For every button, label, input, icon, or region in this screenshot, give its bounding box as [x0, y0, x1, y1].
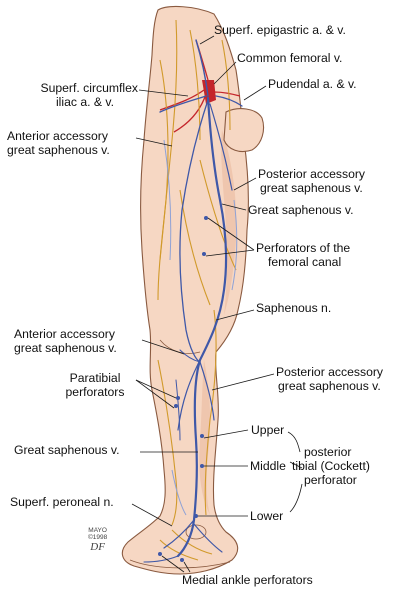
leader-upper	[203, 429, 249, 439]
leader-medial-ankle-1	[161, 555, 185, 573]
leader-ant-acc-upper	[135, 137, 173, 147]
label-superf-circumflex-1: Superf. circumflex	[40, 81, 138, 95]
label-common-femoral: Common femoral v.	[237, 51, 343, 65]
label-cockett-middle: Middle	[250, 459, 286, 473]
leader-lines	[131, 35, 303, 573]
nerves	[157, 19, 237, 561]
perforator-markers	[158, 216, 208, 562]
veins	[143, 39, 243, 563]
label-paratibial-1: Paratibial	[69, 371, 121, 385]
label-pudendal: Pudendal a. & v.	[268, 77, 357, 91]
leader-great-saph-upper	[221, 203, 247, 211]
label-cockett-3: perforator	[304, 473, 357, 487]
leader-perf-femoral-1	[207, 217, 255, 251]
label-cockett-upper: Upper	[251, 423, 285, 437]
leader-medial-ankle-2	[183, 561, 191, 573]
label-medial-ankle: Medial ankle perforators	[182, 573, 313, 587]
label-post-acc-upper-1: Posterior accessory	[258, 167, 366, 181]
thigh-shading	[221, 130, 237, 315]
label-ant-acc-upper-1: Anterior accessory	[7, 129, 108, 143]
label-superf-circumflex-2: iliac a. & v.	[55, 95, 114, 109]
foot-sole-line	[129, 559, 231, 569]
label-cockett-1: posterior	[304, 445, 352, 459]
leg-silhouette	[121, 5, 249, 575]
label-ant-acc-lower-1: Anterior accessory	[14, 327, 115, 341]
label-perforators-femoral-2: femoral canal	[268, 255, 342, 269]
femoral-artery	[202, 80, 216, 104]
label-ant-acc-upper-2: great saphenous v.	[7, 143, 110, 157]
leader-post-acc-lower	[211, 373, 275, 391]
leader-paratibial-1	[135, 379, 177, 399]
label-perforators-femoral-1: Perforators of the	[256, 241, 351, 255]
leader-superf-epigastric	[199, 35, 215, 45]
genital-outline	[223, 108, 265, 153]
leader-common-femoral	[213, 61, 237, 85]
label-paratibial-2: perforators	[65, 385, 125, 399]
illustrator-signature: MAYO ©1998 DF	[88, 527, 107, 553]
signature-line2: ©1998	[88, 534, 108, 541]
medial-malleolus	[185, 524, 207, 540]
signature-line1: MAYO	[88, 527, 107, 534]
label-post-acc-lower-2: great saphenous v.	[278, 379, 381, 393]
label-superf-epigastric: Superf. epigastric a. & v.	[214, 23, 346, 37]
label-saphenous-n: Saphenous n.	[256, 301, 332, 315]
label-cockett-lower: Lower	[250, 509, 284, 523]
signature-mark: DF	[90, 541, 105, 553]
label-ant-acc-lower-2: great saphenous v.	[14, 341, 117, 355]
leader-superf-circumflex	[138, 89, 189, 97]
leader-pudendal	[243, 85, 267, 101]
leader-post-acc-upper	[233, 177, 257, 191]
label-great-saph-upper: Great saphenous v.	[248, 203, 354, 217]
label-great-saph-lower: Great saphenous v.	[14, 443, 120, 457]
leader-paratibial-2	[135, 379, 175, 409]
label-post-acc-lower-1: Posterior accessory	[276, 365, 384, 379]
cockett-bracket	[287, 431, 303, 513]
label-cockett-2: tibial (Cockett)	[292, 459, 370, 473]
leader-saphenous-n	[215, 309, 255, 321]
leader-superf-peroneal	[131, 503, 173, 527]
label-post-acc-upper-2: great saphenous v.	[260, 181, 363, 195]
pudendal-artery	[213, 91, 241, 97]
label-superf-peroneal: Superf. peroneal n.	[10, 495, 114, 509]
leader-perf-femoral-2	[205, 249, 255, 257]
leader-ant-acc-lower	[141, 339, 185, 355]
veins-light	[163, 139, 238, 516]
superf-circumflex-artery	[159, 89, 207, 133]
